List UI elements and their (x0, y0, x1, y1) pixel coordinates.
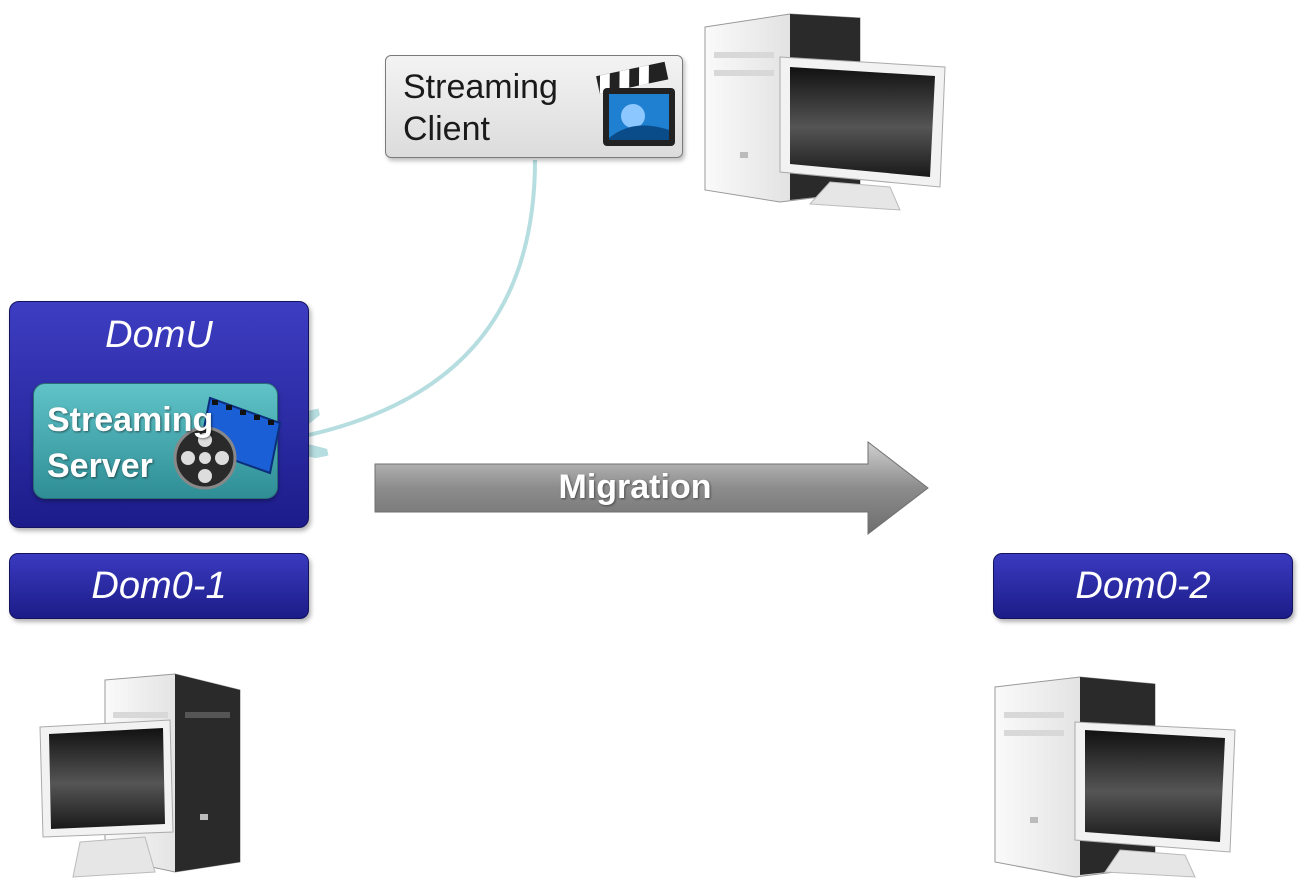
streaming-server-label: Streaming Server (47, 401, 214, 485)
film-reel-icon (173, 396, 282, 490)
desktop-computer-icon (39, 673, 241, 878)
migration-label: Migration (558, 468, 712, 506)
migration-arrow (374, 440, 929, 536)
domu-title: DomU (105, 314, 213, 356)
desktop-computer-icon (704, 13, 946, 211)
desktop-computer-icon (994, 676, 1236, 878)
dom0-2-bar: Dom0-2 (993, 553, 1293, 619)
streaming-client-label: Streaming Client (403, 68, 558, 148)
dom0-1-bar: Dom0-1 (9, 553, 309, 619)
film-clapper-icon (596, 61, 675, 146)
